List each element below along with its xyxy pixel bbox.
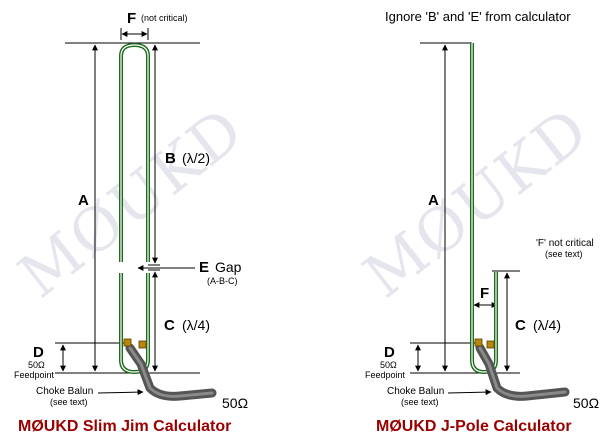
slim-jim-lower-highlight (120, 273, 149, 373)
label-a-right: A (428, 192, 439, 209)
label-b-note: (λ/2) (182, 150, 210, 166)
coax-impedance-right: 50Ω (573, 395, 599, 411)
slim-jim-panel: MØUKD F (not critical) A B (λ/2) C (λ/4)… (6, 10, 257, 435)
feed-connector-left-a (123, 338, 132, 347)
j-pole-element-highlight (471, 43, 497, 373)
f-note-quote: 'F' (536, 238, 546, 249)
watermark-right: MØUKD (351, 94, 602, 312)
feed-connector-right-a (474, 338, 483, 347)
coax-cable-left-highlight (128, 346, 214, 398)
feedpoint-right-line2: Feedpoint (365, 370, 406, 380)
feed-connector-right-b (486, 340, 495, 349)
label-d-right: D (384, 344, 395, 361)
slim-jim-title: MØUKD Slim Jim Calculator (18, 418, 231, 435)
coax-cable-right-highlight (478, 346, 567, 398)
feedpoint-right-line1: 50Ω (380, 360, 397, 370)
label-c: C (164, 317, 175, 334)
balun-right-line2: (see text) (401, 397, 439, 407)
label-c-note-right: (λ/4) (533, 317, 561, 333)
label-a: A (78, 192, 89, 209)
balun-line2: (see text) (50, 397, 88, 407)
coax-impedance-left: 50Ω (222, 395, 248, 411)
label-f-right: F (480, 285, 489, 302)
label-e-note: Gap (215, 259, 242, 275)
feedpoint-line2: Feedpoint (14, 370, 55, 380)
label-e-sub: (A-B-C) (207, 276, 238, 286)
j-pole-title: MØUKD J-Pole Calculator (376, 418, 572, 435)
feed-connector-left-b (138, 340, 147, 349)
label-d: D (33, 344, 44, 361)
slim-jim-upper-highlight (120, 44, 149, 262)
label-f: F (127, 10, 136, 27)
balun-line1: Choke Balun (36, 386, 93, 397)
balun-callout-arrow-right (447, 389, 492, 396)
label-f-note: (not critical) (141, 13, 188, 23)
f-note-rest: not critical (546, 238, 594, 249)
label-c-note: (λ/4) (182, 317, 210, 333)
f-note-sub-right: (see text) (545, 249, 583, 259)
ignore-note: Ignore 'B' and 'E' from calculator (385, 9, 571, 24)
f-note-right: 'F' not critical (536, 238, 594, 249)
j-pole-panel: MØUKD Ignore 'B' and 'E' from calculator… (351, 9, 602, 435)
label-e: E (199, 259, 209, 276)
balun-callout-arrow (97, 389, 144, 396)
label-b: B (165, 150, 176, 167)
label-c-right: C (515, 317, 526, 334)
feedpoint-line1: 50Ω (28, 360, 45, 370)
balun-right-line1: Choke Balun (387, 386, 444, 397)
coax-cable-left (125, 343, 217, 401)
